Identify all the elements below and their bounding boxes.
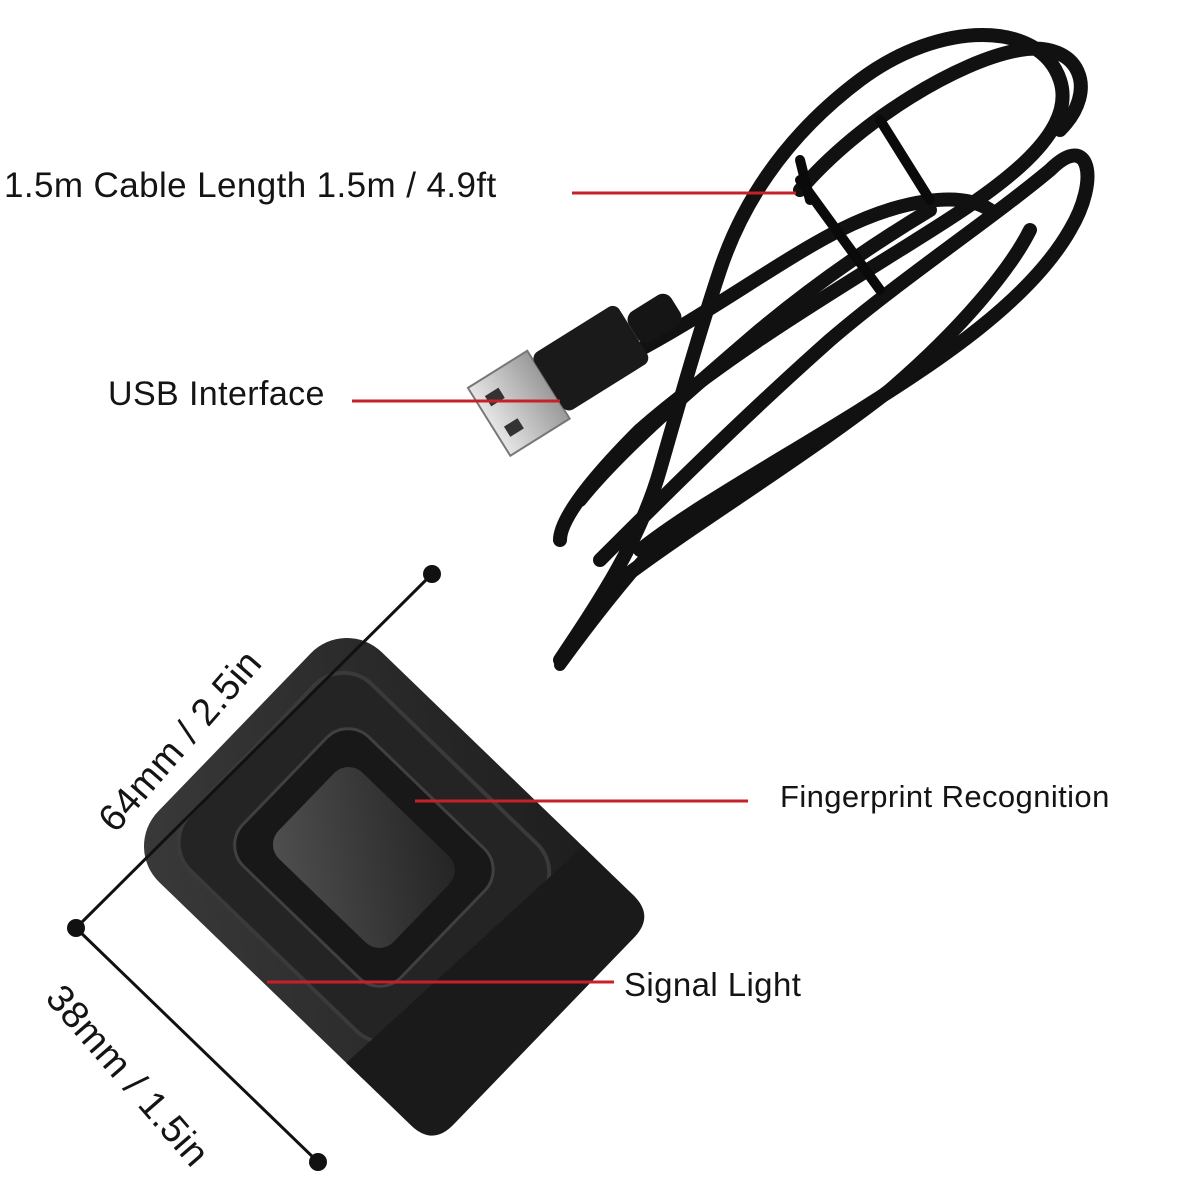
length-dimension-line xyxy=(74,572,434,930)
width-dimension-line xyxy=(74,926,320,1164)
usb-plug xyxy=(466,293,682,458)
leader-lines xyxy=(267,191,796,984)
fingerprint-device xyxy=(143,638,645,1136)
cable-length-label: 1.5m Cable Length 1.5m / 4.9ft xyxy=(4,166,497,205)
usb-interface-label: USB Interface xyxy=(108,375,325,413)
dimension-dot xyxy=(423,565,441,583)
dimension-dot xyxy=(67,919,85,937)
dimension-dot xyxy=(309,1153,327,1171)
fingerprint-recognition-label: Fingerprint Recognition xyxy=(780,779,1110,814)
signal-light-label: Signal Light xyxy=(624,966,802,1003)
cable-ties xyxy=(795,115,935,295)
dimension-lines xyxy=(74,572,434,1164)
dimension-endpoints xyxy=(67,565,441,1171)
device-cable xyxy=(554,514,686,671)
cable-coil xyxy=(553,28,1095,667)
